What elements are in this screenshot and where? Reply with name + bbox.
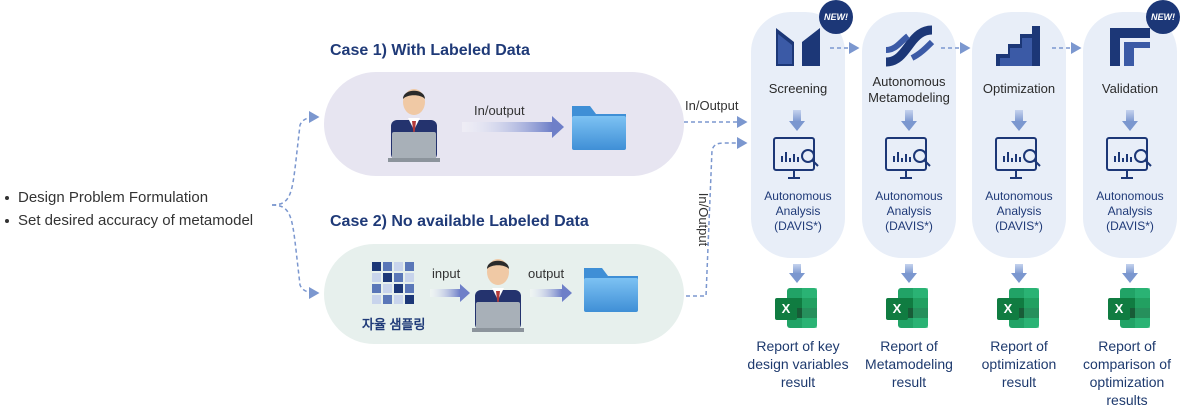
report-label: Report of Metamodeling result: [853, 337, 965, 391]
stage-label: Optimization: [982, 81, 1056, 96]
report-line: comparison of: [1083, 356, 1171, 372]
bullet-text: Set desired accuracy of metamodel: [18, 212, 254, 229]
sampling-label: 자율 샘플링: [362, 317, 426, 332]
report-line: Metamodeling: [865, 356, 953, 372]
bullet-dot: [5, 195, 9, 200]
analyst-icon: [388, 89, 440, 162]
report-line: Report of: [1098, 338, 1156, 354]
validation-icon: [1110, 28, 1150, 66]
case1-arrow: [462, 122, 552, 132]
metamodeling-icon: [885, 25, 935, 67]
bullet-dot: [5, 218, 9, 223]
report-label: Report of comparison of optimization res…: [1074, 337, 1180, 409]
excel-letter: X: [1003, 301, 1013, 316]
stage-label: Screening: [768, 81, 828, 96]
report-line: design variables: [747, 356, 849, 372]
report-line: result: [780, 374, 816, 390]
report-line: result: [891, 374, 927, 390]
analysis-label: Autonomous Analysis (DAVIS*): [972, 189, 1066, 234]
new-badge: NEW!: [1146, 0, 1180, 34]
case2-title: Case 2) No available Labeled Data: [330, 213, 589, 230]
analysis-line: Autonomous: [764, 189, 832, 203]
analysis-line: Autonomous: [875, 189, 943, 203]
stage-label: Validation: [1101, 81, 1159, 96]
analysis-line: Autonomous: [1096, 189, 1164, 203]
folder-icon: [572, 106, 626, 150]
report-line: results: [1106, 392, 1148, 408]
report-line: optimization: [1089, 374, 1165, 390]
analysis-monitor-icons: [773, 137, 1152, 179]
case2-output-label: output: [528, 266, 565, 281]
new-badge: NEW!: [819, 0, 853, 34]
analysis-line: (DAVIS*): [885, 219, 933, 233]
stage-label: Autonomous Metamodeling: [868, 74, 950, 105]
analysis-label: Autonomous Analysis (DAVIS*): [862, 189, 956, 234]
case2-output-connector: [686, 137, 748, 297]
bullet-item: Set desired accuracy of metamodel: [2, 209, 253, 232]
report-line: Report of key: [756, 338, 840, 354]
report-line: optimization: [981, 356, 1057, 372]
report-line: Report of: [990, 338, 1048, 354]
screening-icon: [776, 28, 820, 66]
analysis-label: Autonomous Analysis (DAVIS*): [751, 189, 845, 234]
excel-letter: X: [892, 301, 902, 316]
down-arrows-upper: [789, 110, 1138, 131]
sampling-grid-icon: [372, 262, 414, 304]
folder-icon: [584, 268, 638, 312]
problem-setup-list: Design Problem Formulation Set desired a…: [2, 186, 253, 232]
report-line: result: [1001, 374, 1037, 390]
analysis-line: (DAVIS*): [1106, 219, 1154, 233]
connector-label-top: In/Output: [685, 98, 739, 113]
stage-column-screening: [751, 12, 845, 258]
case2-input-label: input: [432, 266, 461, 281]
stage-column-metamodeling: [862, 12, 956, 258]
case1-title: Case 1) With Labeled Data: [330, 42, 530, 59]
case1-arrow-label: In/output: [474, 103, 525, 118]
analysis-label: Autonomous Analysis (DAVIS*): [1083, 189, 1177, 234]
connector-label-vertical: In/Output: [696, 192, 712, 247]
analysis-line: (DAVIS*): [774, 219, 822, 233]
down-arrows-lower: [789, 264, 1138, 283]
analysis-line: Analysis: [886, 204, 932, 218]
bullet-item: Design Problem Formulation: [2, 186, 253, 209]
optimization-stairs-icon: [996, 26, 1040, 66]
case2-input-arrow: [430, 289, 460, 297]
report-label: Report of optimization result: [966, 337, 1072, 391]
excel-icons: [775, 288, 1150, 328]
analyst-icon: [472, 259, 524, 332]
analysis-line: Autonomous: [985, 189, 1053, 203]
bullet-text: Design Problem Formulation: [18, 189, 209, 206]
analysis-line: Analysis: [1107, 204, 1153, 218]
excel-letter: X: [1114, 301, 1124, 316]
analysis-line: Analysis: [775, 204, 821, 218]
report-label: Report of key design variables result: [738, 337, 858, 391]
split-connector: [271, 111, 320, 299]
case2-output-arrow: [530, 289, 562, 297]
analysis-line: Analysis: [996, 204, 1042, 218]
analysis-line: (DAVIS*): [995, 219, 1043, 233]
excel-letter: X: [781, 301, 791, 316]
report-line: Report of: [880, 338, 938, 354]
